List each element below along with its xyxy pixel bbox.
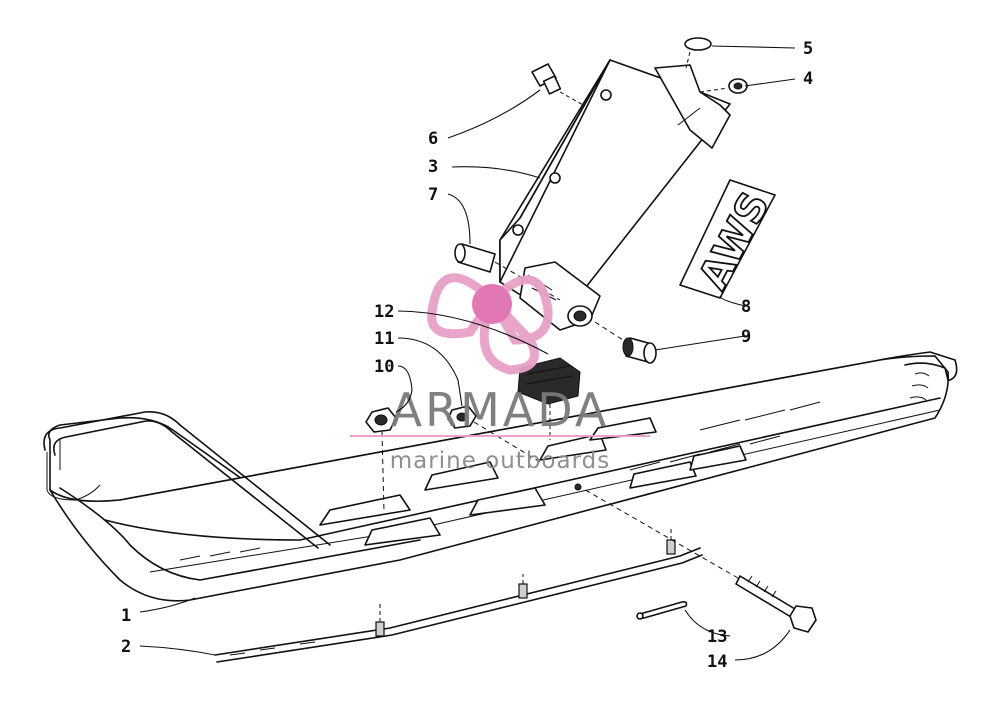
armada-watermark: ARMADA marine outboards xyxy=(350,273,650,474)
callout-4: 4 xyxy=(803,69,813,89)
callout-7: 7 xyxy=(428,185,438,205)
leader-lines xyxy=(139,45,796,661)
callout-2: 2 xyxy=(121,637,131,657)
nut-4 xyxy=(699,78,748,94)
callout-6: 6 xyxy=(428,129,438,149)
aws-decal: AWS xyxy=(679,179,780,299)
wear-bar xyxy=(214,528,703,663)
brand-name: ARMADA xyxy=(391,383,610,437)
callout-14: 14 xyxy=(707,652,727,672)
callout-10: 10 xyxy=(374,357,394,377)
callout-3: 3 xyxy=(428,157,438,177)
callout-11: 11 xyxy=(374,329,394,349)
pivot-pin xyxy=(454,243,561,301)
cap-5 xyxy=(684,37,712,69)
callout-12: 12 xyxy=(374,302,394,322)
propeller-logo-icon xyxy=(427,273,553,375)
nut-11 xyxy=(447,405,541,463)
brand-tagline: marine outboards xyxy=(390,448,610,474)
spindle-bracket xyxy=(499,59,731,331)
callout-labels: 1 2 3 4 5 6 7 8 9 10 11 12 13 14 xyxy=(121,39,813,672)
callout-1: 1 xyxy=(121,606,131,626)
bumper-block xyxy=(517,357,581,440)
ski-handle-loop xyxy=(43,410,331,549)
cotter-pin-13 xyxy=(636,601,688,620)
callout-13: 13 xyxy=(707,627,727,647)
bolt-14 xyxy=(581,487,817,633)
callout-5: 5 xyxy=(803,39,813,59)
lock-nut-10 xyxy=(365,407,397,513)
bolt-6 xyxy=(531,63,586,107)
callout-9: 9 xyxy=(741,327,751,347)
callout-8: 8 xyxy=(741,297,751,317)
bushing xyxy=(594,321,657,364)
